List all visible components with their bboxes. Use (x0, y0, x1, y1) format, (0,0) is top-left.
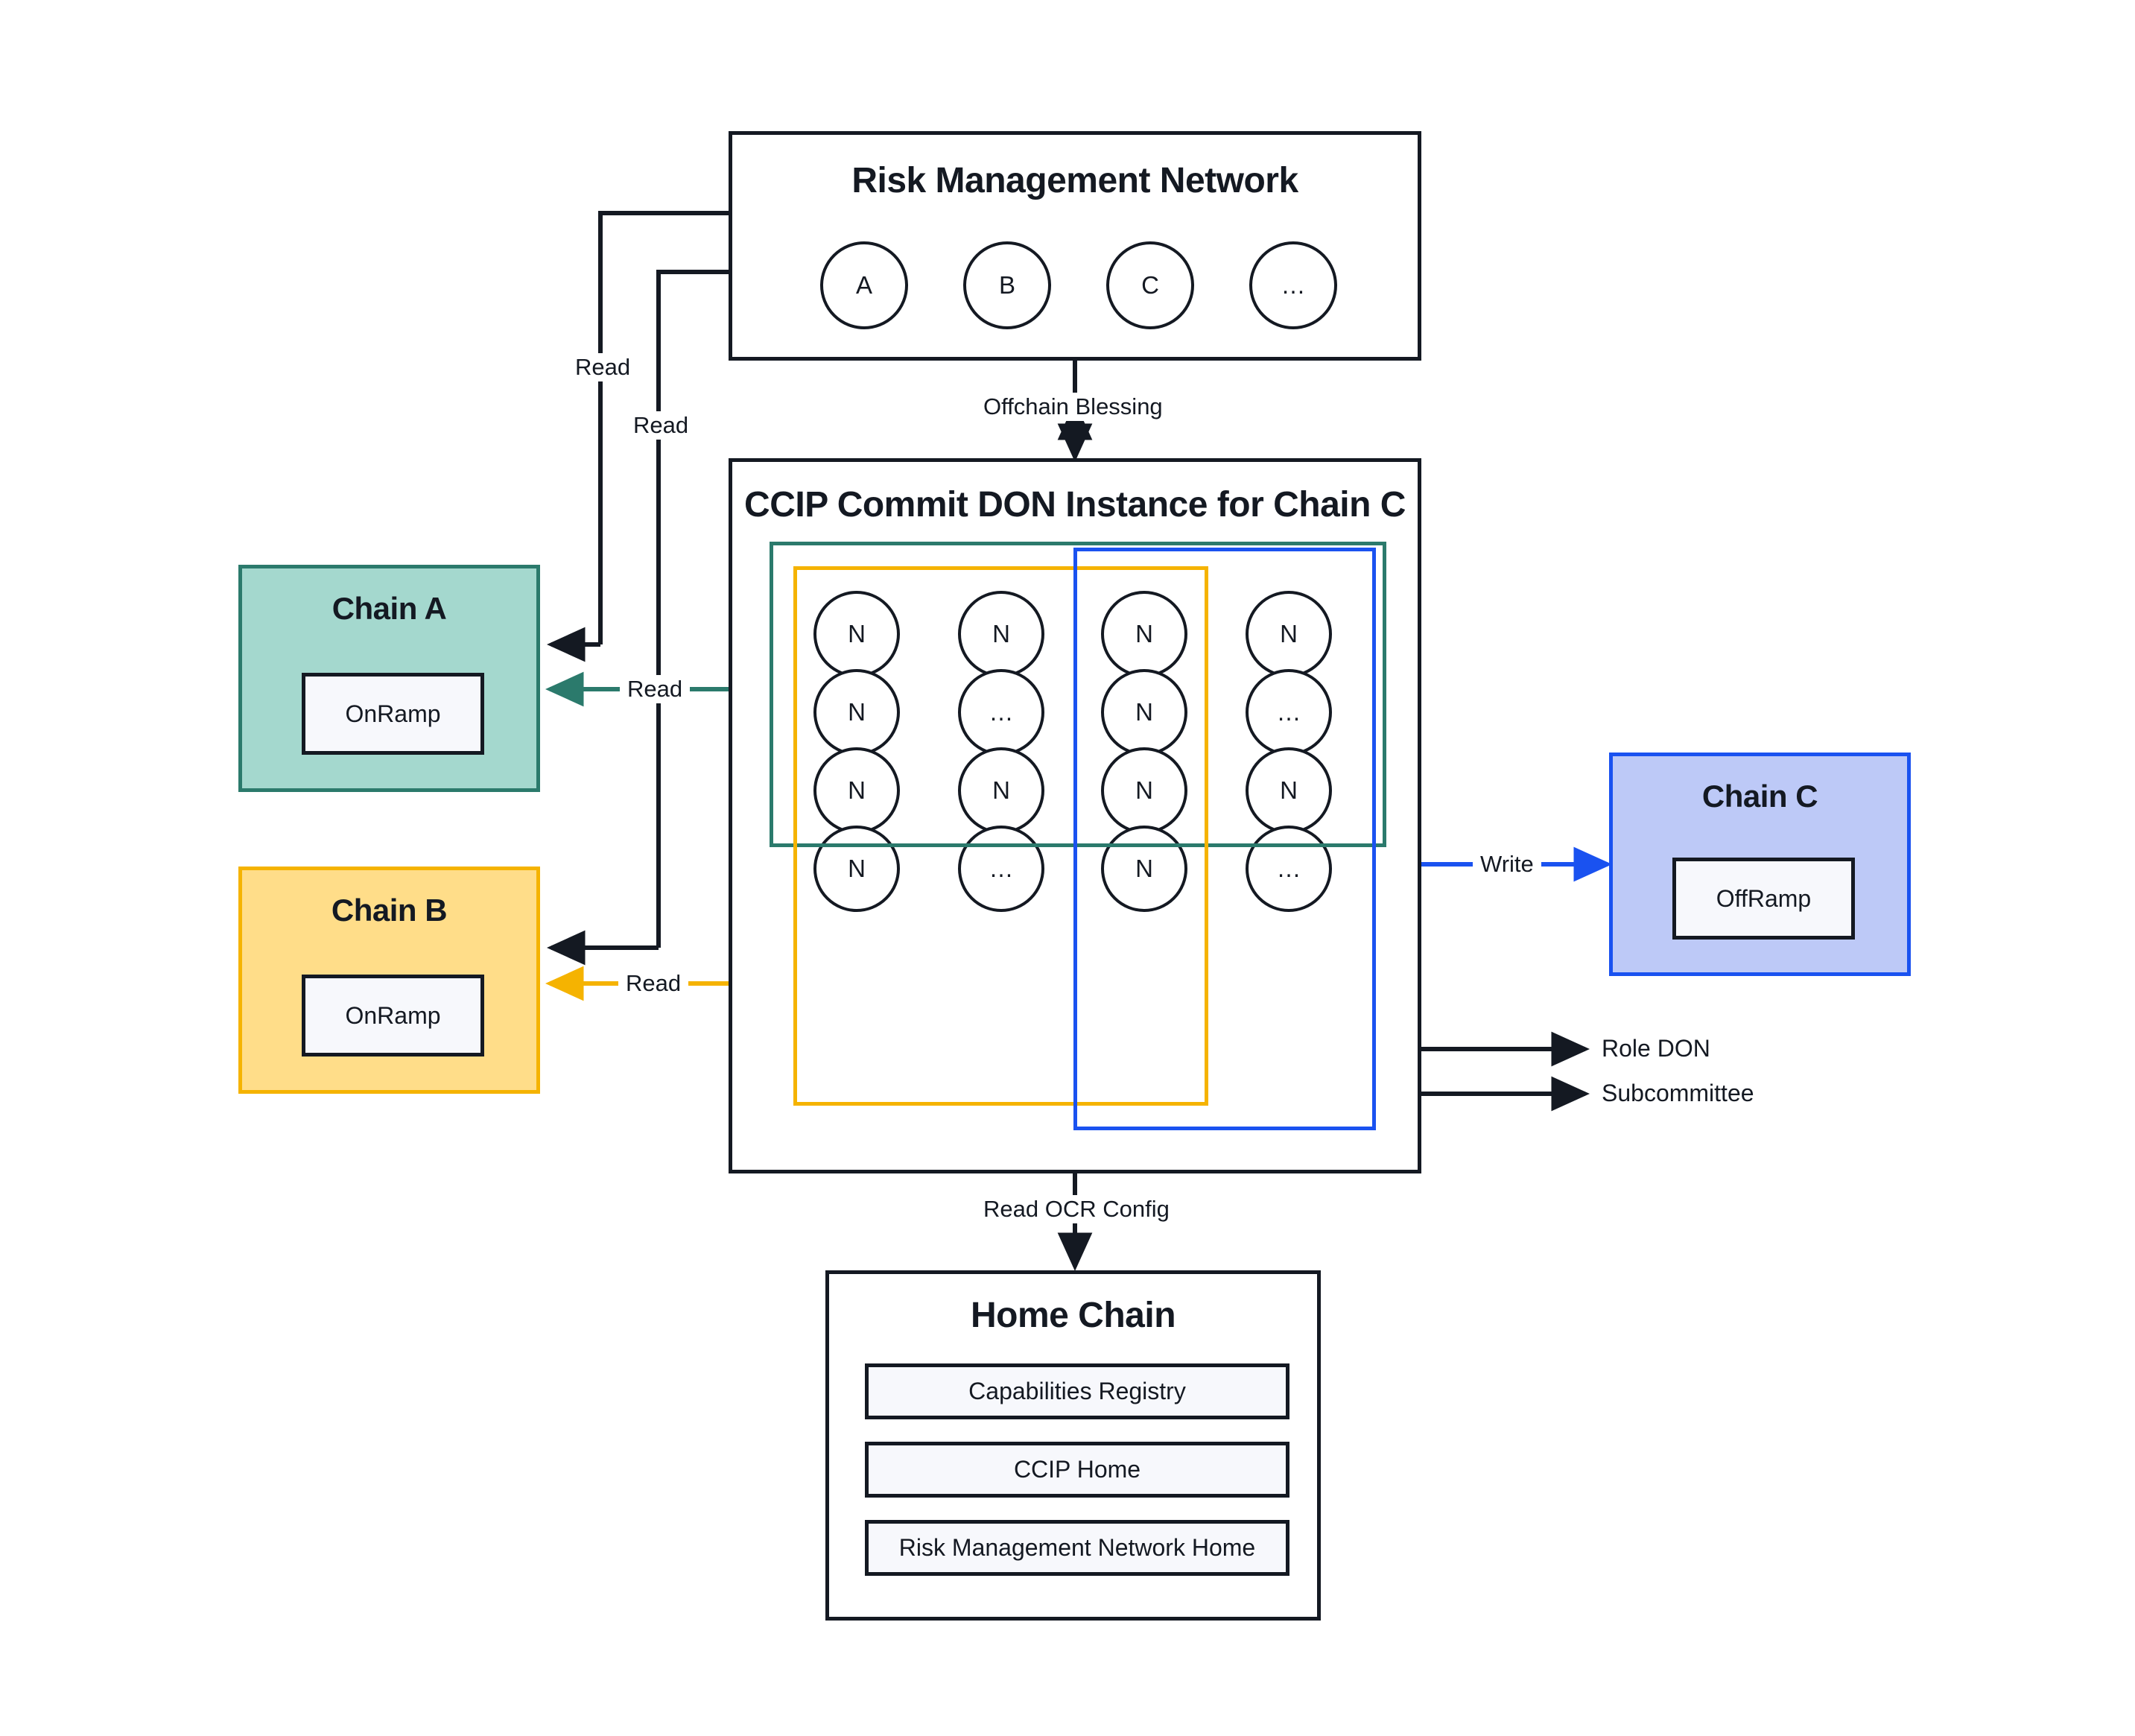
don-node-r4c2: … (958, 826, 1044, 912)
blue-subcommittee-overlay (1073, 548, 1376, 1130)
chain-a-box: Chain A OnRamp (238, 565, 540, 792)
chain-b-title: Chain B (331, 893, 448, 928)
chain-a-onramp: OnRamp (302, 673, 484, 755)
don-node-r1c2: N (958, 591, 1044, 677)
don-node-r2c4: … (1246, 669, 1332, 755)
rmn-node-a: A (820, 241, 908, 329)
label-role-don: Role DON (1602, 1035, 1710, 1062)
rmn-node-b: B (963, 241, 1051, 329)
wire-rmn-read-chain-a (598, 211, 729, 644)
home-item-capabilities-registry: Capabilities Registry (865, 1363, 1289, 1419)
teal-subcommittee-overlay (770, 542, 1386, 847)
rmn-node-more: … (1249, 241, 1337, 329)
home-chain-title: Home Chain (970, 1296, 1176, 1335)
chain-c-offramp: OffRamp (1672, 858, 1855, 940)
label-offchain-blessing: Offchain Blessing (976, 393, 1170, 421)
home-item-ccip-home: CCIP Home (865, 1442, 1289, 1498)
don-node-r4c4: … (1246, 826, 1332, 912)
label-read-ocr-config: Read OCR Config (976, 1195, 1177, 1223)
home-item-rmn-home: Risk Management Network Home (865, 1520, 1289, 1576)
don-node-r1c3: N (1101, 591, 1187, 677)
risk-management-network-box: Risk Management Network A B C … (729, 131, 1421, 361)
don-node-r1c4: N (1246, 591, 1332, 677)
don-node-r2c1: N (813, 669, 900, 755)
don-node-r2c3: N (1101, 669, 1187, 755)
yellow-subcommittee-overlay (793, 566, 1208, 1106)
label-rmn-read-chain-a: Read (568, 353, 638, 381)
ccip-commit-don-title: CCIP Commit DON Instance for Chain C (744, 485, 1406, 525)
chain-b-box: Chain B OnRamp (238, 867, 540, 1094)
don-node-r4c1: N (813, 826, 900, 912)
wire-rmn-read-chain-b (656, 270, 729, 948)
label-don-read-chain-b: Read (618, 969, 689, 998)
label-don-read-chain-a: Read (620, 675, 691, 703)
don-node-r4c3: N (1101, 826, 1187, 912)
chain-b-onramp: OnRamp (302, 975, 484, 1057)
risk-management-network-title: Risk Management Network (851, 161, 1298, 200)
home-chain-box: Home Chain Capabilities Registry CCIP Ho… (825, 1270, 1321, 1621)
chain-c-box: Chain C OffRamp (1609, 753, 1911, 976)
chain-a-title: Chain A (331, 591, 447, 626)
rmn-node-c: C (1106, 241, 1194, 329)
label-don-write-chain-c: Write (1473, 850, 1541, 878)
chain-c-title: Chain C (1701, 779, 1818, 814)
label-rmn-read-chain-b: Read (626, 411, 697, 440)
label-subcommittee: Subcommittee (1602, 1080, 1754, 1106)
